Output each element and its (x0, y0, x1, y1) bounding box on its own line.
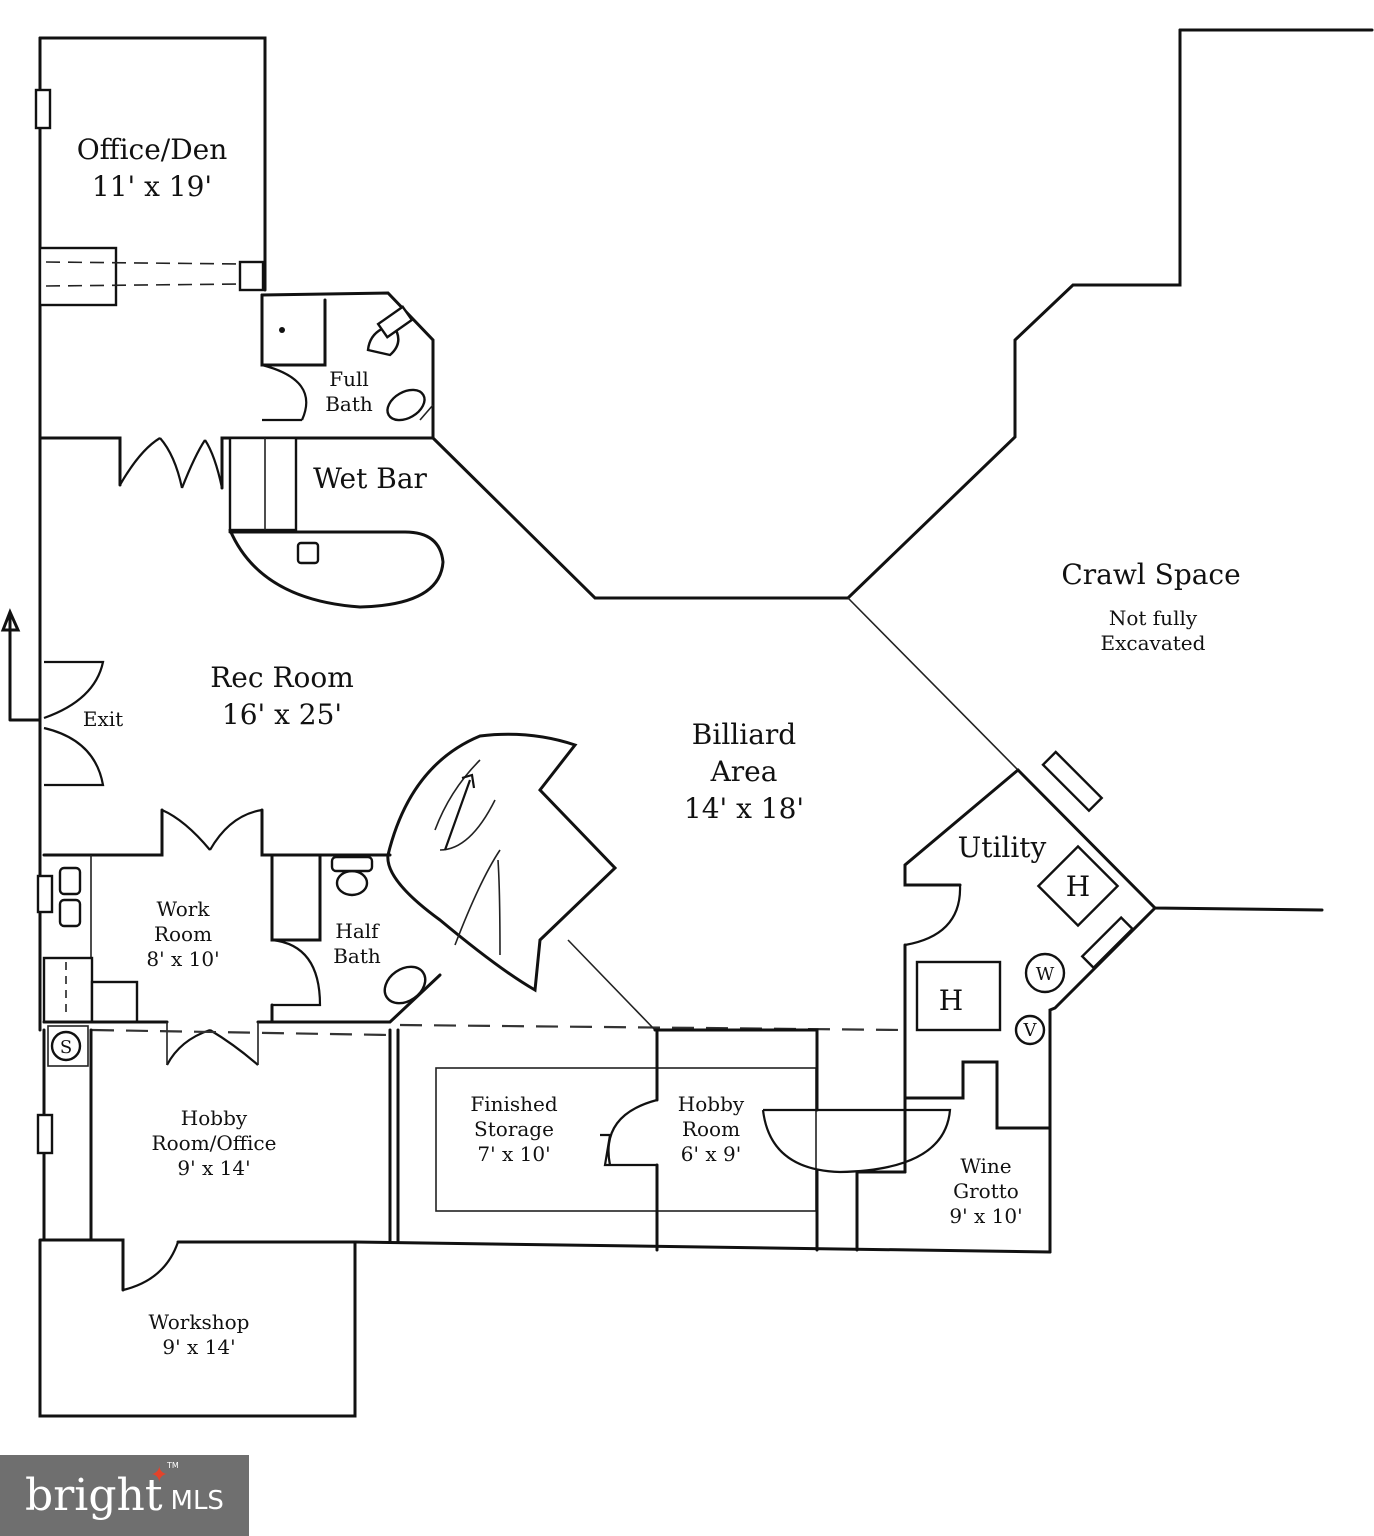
closet-icon (42, 956, 94, 1024)
wet-bar-name: Wet Bar (313, 462, 427, 495)
sump-icon (50, 1030, 82, 1062)
bright-mls-logo: bright MLS ✦ TM (0, 1455, 249, 1536)
heater-icon (915, 960, 1002, 1032)
washer-icon (1024, 952, 1066, 994)
half-bath-line1: Half (335, 919, 380, 943)
work-room-size: 8' x 10' (146, 947, 219, 971)
laundry-sink-icon (58, 898, 82, 928)
shower-drain-icon (279, 327, 285, 333)
crawl-space-note1: Not fully (1109, 606, 1198, 630)
closet-icon (38, 246, 118, 307)
rec-room-size: 16' x 25' (222, 698, 342, 731)
sink-icon (383, 965, 427, 1005)
hobby-room-line1: Hobby (678, 1092, 745, 1116)
office-den-name: Office/Den (77, 133, 228, 166)
work-room-line1: Work (157, 897, 211, 921)
valve-icon (1014, 1014, 1046, 1046)
window-icon (36, 874, 54, 914)
window-icon (1080, 915, 1135, 970)
utility-name: Utility (958, 831, 1047, 864)
crawl-space-name: Crawl Space (1061, 558, 1240, 591)
rec-room-name: Rec Room (210, 661, 354, 694)
exit-arrow-icon (0, 608, 42, 722)
sink-counter-icon (376, 305, 414, 339)
window-icon (34, 88, 52, 130)
full-bath-line2: Bath (325, 392, 373, 416)
hobby-office-line2: Room/Office (152, 1131, 277, 1155)
workshop-name: Workshop (149, 1310, 250, 1334)
workshop-size: 9' x 14' (162, 1335, 235, 1359)
wine-grotto-line1: Wine (960, 1154, 1011, 1178)
logo-trademark: TM (167, 1461, 179, 1470)
toilet-icon (386, 388, 426, 422)
lower-rooms (36, 939, 952, 1418)
valve-symbol: V (1023, 1020, 1038, 1041)
spiral-staircase-icon (386, 732, 618, 993)
cabinet-icon (90, 980, 139, 1024)
crawl-space-note2: Excavated (1101, 631, 1206, 655)
exterior-walls (38, 28, 1374, 1254)
toilet-icon (335, 869, 369, 897)
wet-bar-area (228, 436, 445, 609)
toilet-tank-icon (330, 855, 374, 873)
work-room-line2: Room (154, 922, 212, 946)
storage-line2: Storage (474, 1117, 554, 1141)
washer-symbol: W (1036, 964, 1055, 985)
work-room-area (36, 808, 442, 1066)
heater-symbol-1: H (1066, 870, 1090, 903)
sump-symbol: S (60, 1037, 72, 1058)
exit-area (0, 608, 105, 787)
laundry-sink-icon (58, 866, 82, 896)
storage-line1: Finished (470, 1092, 558, 1116)
hobby-room-line2: Room (682, 1117, 740, 1141)
office-den-area (34, 88, 435, 490)
hobby-office-size: 9' x 14' (177, 1156, 250, 1180)
logo-suffix: MLS (170, 1485, 224, 1516)
hobby-office-line1: Hobby (181, 1106, 248, 1130)
heater-symbol-2: H (939, 984, 963, 1017)
full-bath-line1: Full (329, 367, 369, 391)
window-icon (238, 260, 265, 292)
hobby-room-size: 6' x 9' (681, 1142, 741, 1166)
exit-label: Exit (83, 707, 123, 731)
wine-grotto-size: 9' x 10' (949, 1204, 1022, 1228)
wine-grotto-line2: Grotto (953, 1179, 1019, 1203)
office-den-size: 11' x 19' (92, 170, 212, 203)
billiard-line1: Billiard (692, 718, 796, 751)
window-icon (36, 1113, 54, 1155)
half-bath-line2: Bath (333, 944, 381, 968)
window-icon (1041, 750, 1104, 813)
billiard-line2: Area (710, 755, 778, 788)
heater-icon (1036, 844, 1120, 928)
billiard-size: 14' x 18' (684, 792, 804, 825)
full-bath-area (260, 291, 435, 440)
logo-star-icon: ✦ (150, 1463, 169, 1488)
utility-fixtures (904, 750, 1135, 1046)
logo-word: bright (25, 1470, 163, 1521)
bar-sink-icon (296, 541, 320, 565)
bar-counter-icon (228, 436, 298, 532)
storage-size: 7' x 10' (477, 1142, 550, 1166)
